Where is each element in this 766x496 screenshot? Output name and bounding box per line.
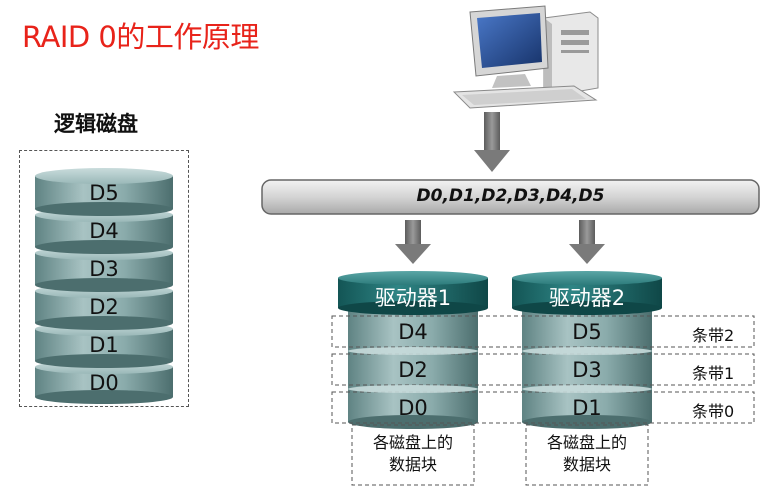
drive-1-caption-line1: 各磁盘上的 <box>372 433 453 452</box>
drive-1-caption-line2: 数据块 <box>388 455 437 474</box>
drive-2-block: D3 <box>572 358 602 382</box>
drive-2-caption: 各磁盘上的 数据块 <box>526 432 648 476</box>
drive-2-graphic <box>512 271 662 429</box>
stripe-1-frame <box>331 353 755 386</box>
logical-disk-label: 逻辑磁盘 <box>54 112 138 136</box>
logical-segment-d0: D0 <box>89 371 119 395</box>
drive-2-label: 驱动器2 <box>548 286 626 310</box>
stripe-label: 条带1 <box>692 364 735 383</box>
drive-1-block: D2 <box>398 358 428 382</box>
bus-bar: D0,D1,D2,D3,D4,D5 <box>262 182 759 212</box>
drive-2-cap: 驱动器2 <box>512 276 662 310</box>
drive-1-graphic <box>338 271 488 429</box>
stripe-0-frame <box>331 391 755 424</box>
drive-2-caption-line2: 数据块 <box>562 455 611 474</box>
drive-1-caption: 各磁盘上的 数据块 <box>352 432 474 476</box>
logical-segment-d3: D3 <box>89 257 119 281</box>
arrow-down-icon <box>395 220 431 264</box>
drive-1-cap: 驱动器1 <box>338 276 488 310</box>
page-title: RAID 0的工作原理 <box>22 20 259 54</box>
computer-icon <box>452 5 599 109</box>
drive-2-block: D1 <box>572 396 602 420</box>
logical-segment-d5: D5 <box>89 181 119 205</box>
bus-text: D0,D1,D2,D3,D4,D5 <box>416 186 605 206</box>
arrow-down-icon <box>569 220 605 264</box>
stripe-2-frame <box>331 315 755 348</box>
arrow-down-icon <box>474 112 510 172</box>
logical-segment-d2: D2 <box>89 295 119 319</box>
logical-segment-d4: D4 <box>89 219 119 243</box>
bus-bar-shape <box>261 179 760 215</box>
logical-disk-stack <box>35 168 173 404</box>
stripe-label: 条带2 <box>692 326 735 345</box>
stripe-label: 条带0 <box>692 402 735 421</box>
logical-segment-d1: D1 <box>89 333 119 357</box>
logical-disk-frame <box>19 150 189 407</box>
drive-1-block: D0 <box>398 396 428 420</box>
drive-2-block: D5 <box>572 320 602 344</box>
drive-1-label: 驱动器1 <box>374 286 452 310</box>
drive-2-caption-line1: 各磁盘上的 <box>546 433 627 452</box>
drive-1-block: D4 <box>398 320 428 344</box>
